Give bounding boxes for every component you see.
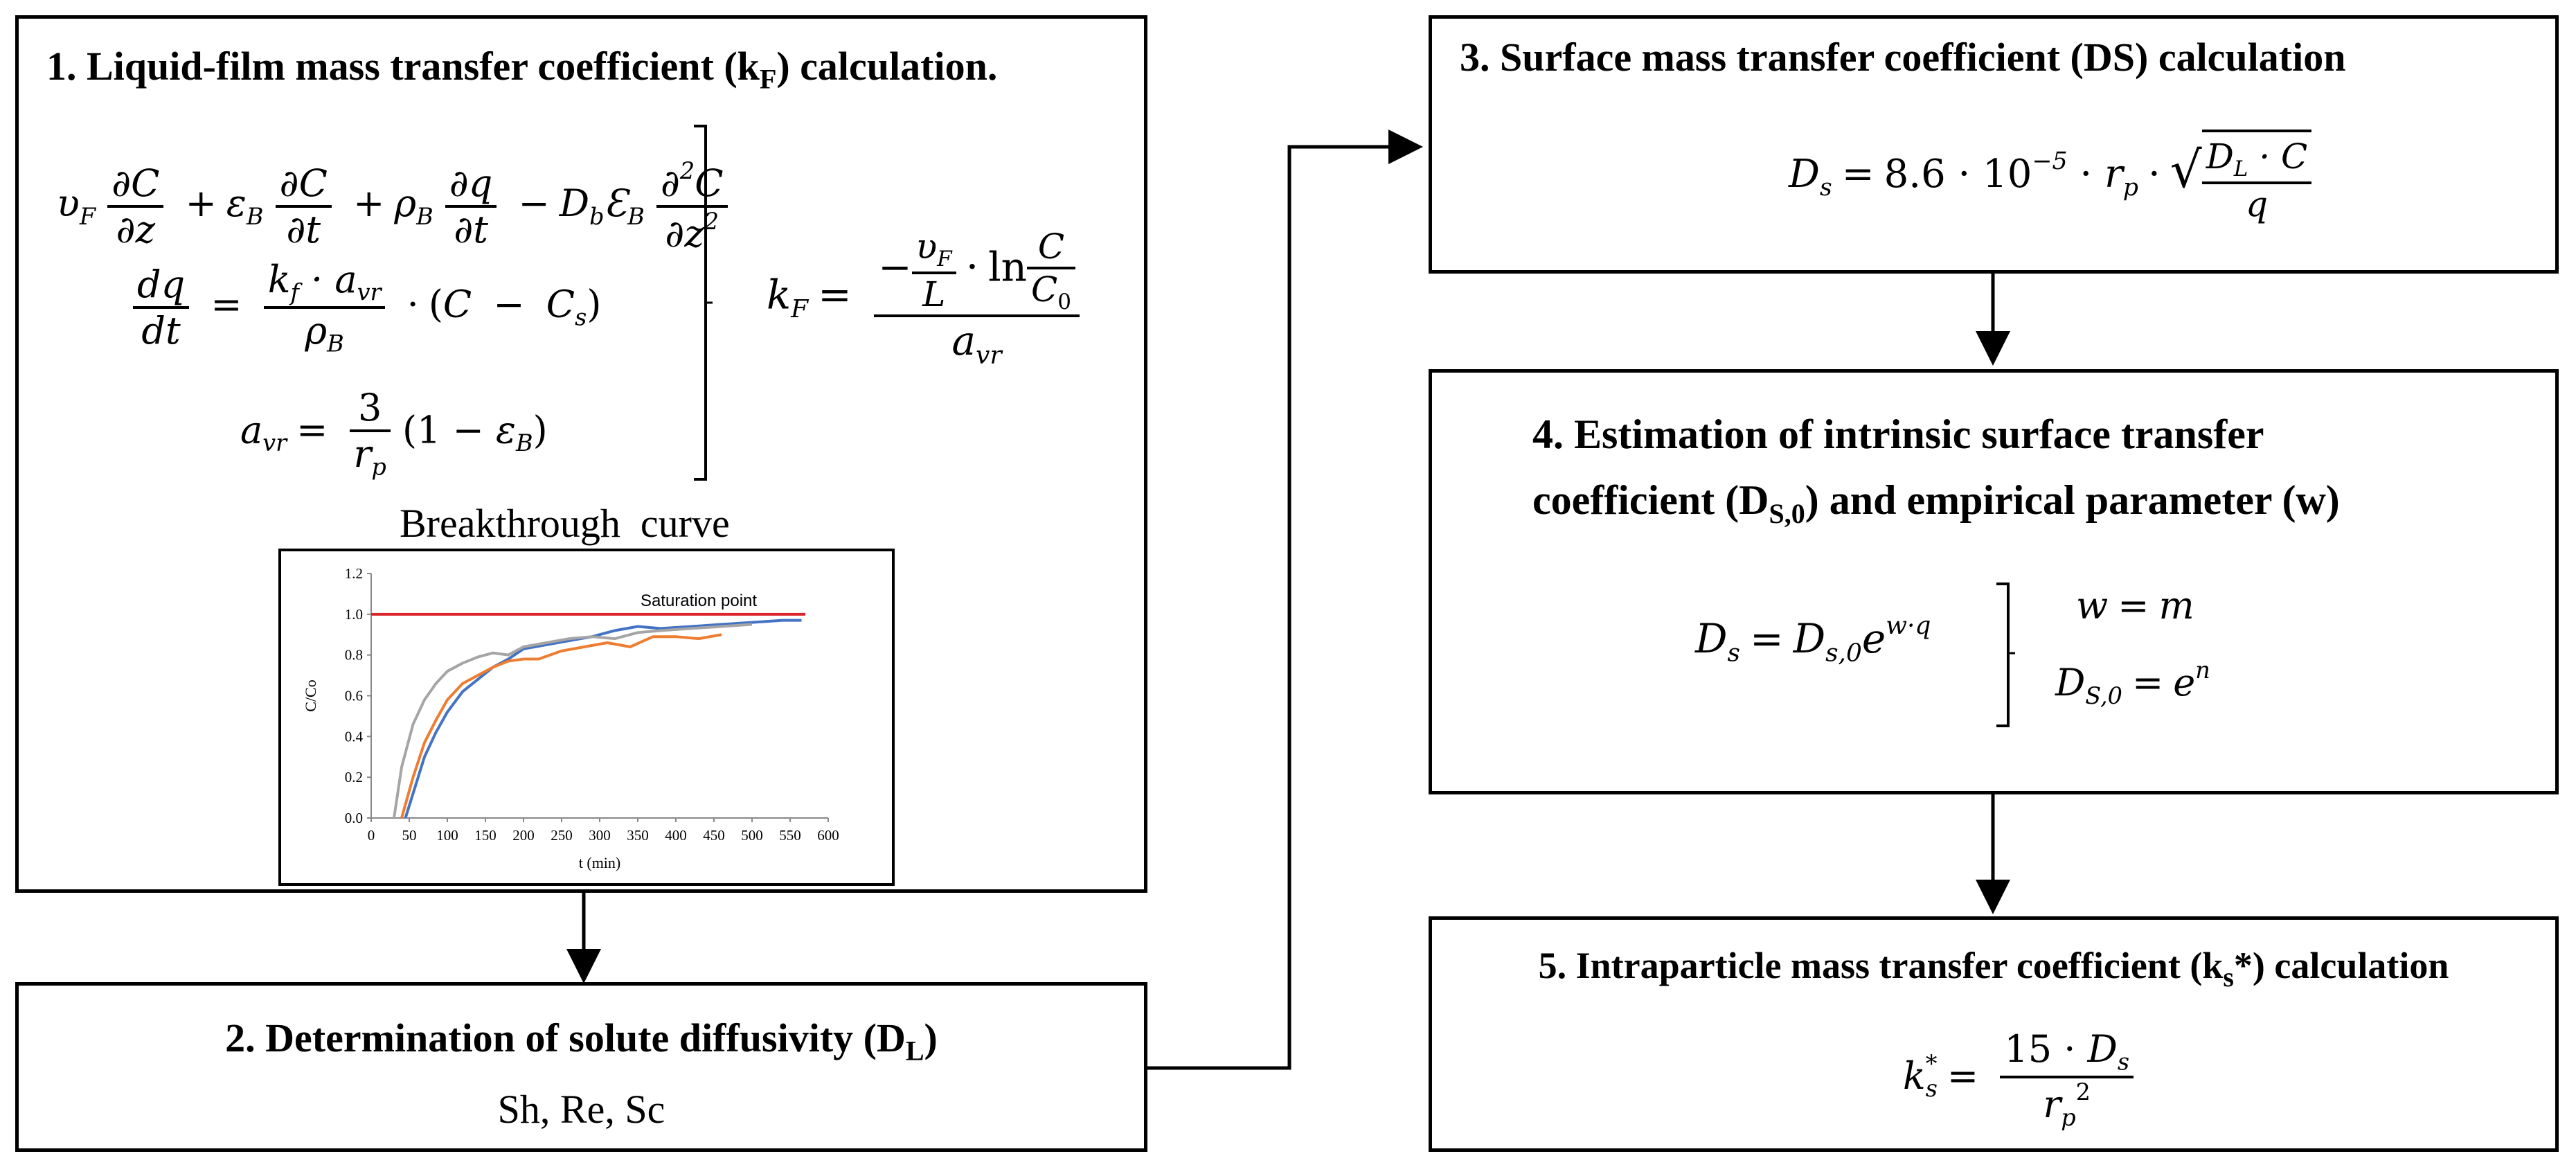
equation-w: w=m	[2076, 584, 2194, 628]
y-tick-label: 0.0	[345, 810, 363, 826]
series-line-2	[400, 633, 722, 819]
y-axis-label: C/Co	[302, 679, 319, 711]
step-5-title: 5. Intraparticle mass transfer coefficie…	[1538, 945, 2449, 993]
x-tick-label: 600	[817, 827, 839, 844]
arrow-2-to-3	[1146, 130, 1423, 1070]
equation-ds-exp: Ds=Ds,0ew·q	[1695, 612, 1931, 668]
step-3-title: 3. Surface mass transfer coefficient (DS…	[1460, 35, 2346, 80]
step-1-title: 1. Liquid-film mass transfer coefficient…	[46, 44, 998, 95]
y-tick-label: 1.0	[345, 606, 363, 623]
y-tick-label: 0.2	[345, 769, 363, 785]
x-tick-label: 200	[512, 827, 535, 844]
step-4-title-line2: coefficient (DS,0) and empirical paramet…	[1532, 477, 2340, 529]
step-3-box: 3. Surface mass transfer coefficient (DS…	[1429, 15, 2559, 274]
equation-pde: υF ∂C∂z +εB ∂C∂t +ρB ∂q∂t −DbƐB ∂2C∂z2	[57, 157, 728, 256]
equation-ds0: DS,0=en	[2055, 657, 2210, 709]
step-1-box: 1. Liquid-film mass transfer coefficient…	[15, 15, 1147, 893]
system-bracket	[694, 125, 713, 481]
breakthrough-chart: 0 50 100 150 200 250 300 350 400 450 500 550 600 0.0 0…	[302, 565, 839, 871]
step-2-title: 2. Determination of solute diffusivity (…	[225, 1015, 938, 1067]
step-4-title-line1: 4. Estimation of intrinsic surface trans…	[1532, 411, 2264, 457]
x-axis-label: t (min)	[579, 854, 621, 871]
y-tick-label: 0.4	[345, 728, 364, 745]
x-tick-label: 450	[703, 827, 725, 844]
step-2-box: 2. Determination of solute diffusivity (…	[15, 982, 1147, 1152]
x-tick-label: 0	[368, 827, 375, 844]
x-tick-label: 550	[779, 827, 801, 844]
x-tick-label: 250	[551, 827, 573, 844]
series-line-3	[393, 623, 753, 819]
series-line-1	[404, 619, 802, 819]
x-tick-label: 350	[627, 827, 649, 844]
y-tick-label: 0.8	[345, 647, 363, 664]
x-tick-label: 150	[474, 827, 497, 844]
y-tick-label: 0.6	[345, 688, 363, 704]
saturation-point-label: Saturation point	[641, 592, 757, 610]
x-tick-label: 500	[741, 827, 763, 844]
breakthrough-chart-frame: 0 50 100 150 200 250 300 350 400 450 500 550 600 0.0 0…	[278, 549, 895, 886]
x-tick-label: 50	[402, 827, 417, 844]
x-tick-label: 100	[436, 827, 458, 844]
step-4-box: 4. Estimation of intrinsic surface trans…	[1429, 369, 2559, 794]
parameter-bracket	[1996, 582, 2015, 727]
x-tick-label: 400	[665, 827, 687, 844]
x-tick-label: 300	[589, 827, 611, 844]
breakthrough-curve-label: Breakthrough curve	[400, 501, 730, 546]
dimensionless-numbers: Sh, Re, Sc	[497, 1087, 665, 1132]
step-5-box: 5. Intraparticle mass transfer coefficie…	[1429, 916, 2559, 1152]
y-tick-label: 1.2	[345, 565, 363, 582]
